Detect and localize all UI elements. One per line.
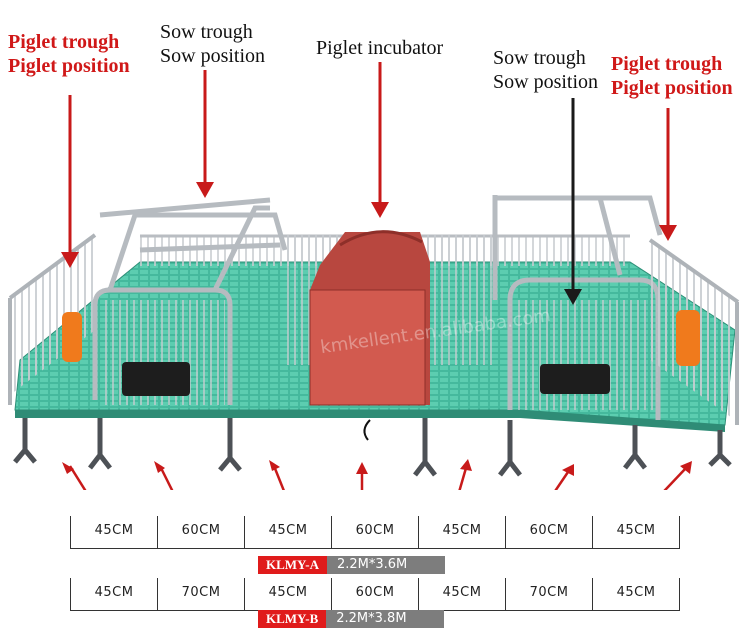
piglet-incubator-label: Piglet incubator <box>316 37 444 59</box>
right-sow-crate <box>492 195 663 420</box>
piglet-trough-right <box>676 310 700 366</box>
dimension-cell: 45CM <box>418 516 505 548</box>
model-size: 2.2M*3.6M <box>326 556 445 574</box>
dimension-cell: 45CM <box>592 516 680 548</box>
dimension-cell: 60CM <box>505 516 592 548</box>
support-legs <box>13 418 732 477</box>
dimension-cell: 70CM <box>157 578 244 610</box>
dimension-row-b: 45CM 70CM 45CM 60CM 45CM 70CM 45CM <box>70 578 680 611</box>
model-code: KLMY-A <box>258 556 327 574</box>
dimension-cell: 60CM <box>331 516 418 548</box>
dimension-cell: 45CM <box>244 516 331 548</box>
dimension-cell: 45CM <box>592 578 680 610</box>
dimension-cell: 60CM <box>331 578 418 610</box>
model-code: KLMY-B <box>258 610 327 628</box>
farrowing-crate-illustration: kmkellent.en.alibaba.com <box>8 62 740 490</box>
dimension-cell: 70CM <box>505 578 592 610</box>
label-arrows <box>61 62 677 305</box>
piglet-incubator <box>283 230 493 441</box>
dimension-cell: 45CM <box>418 578 505 610</box>
dimension-row-a: 45CM 60CM 45CM 60CM 45CM 60CM 45CM <box>70 516 680 549</box>
left-side-fence <box>8 233 97 405</box>
dimension-arrows <box>62 459 692 490</box>
dimension-cell: 60CM <box>157 516 244 548</box>
dimension-cell: 45CM <box>70 516 157 548</box>
sow-trough-left <box>122 362 190 396</box>
piglet-trough-left <box>62 312 82 362</box>
sow-trough-right <box>540 364 610 394</box>
dimension-cell: 45CM <box>244 578 331 610</box>
model-tag-a: KLMY-A 2.2M*3.6M <box>258 556 445 574</box>
dimension-cell: 45CM <box>70 578 157 610</box>
model-size: 2.2M*3.8M <box>326 610 445 628</box>
model-tag-b: KLMY-B 2.2M*3.8M <box>258 610 445 628</box>
